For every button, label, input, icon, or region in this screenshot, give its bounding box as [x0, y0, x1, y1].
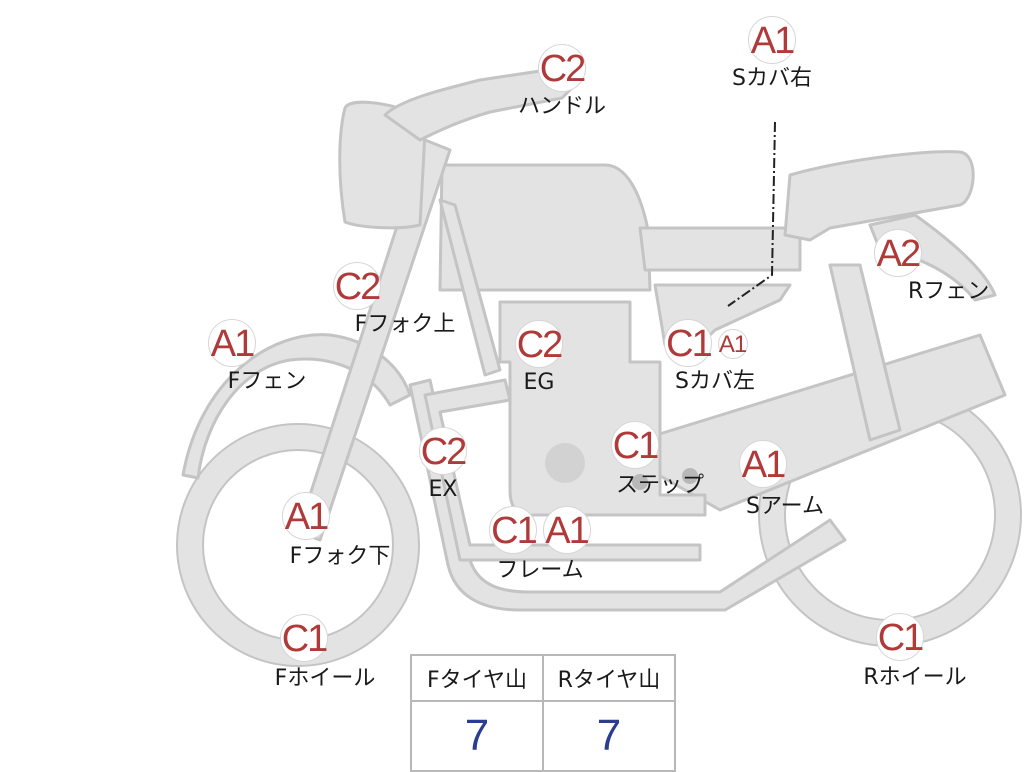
- part-label: Fホイール: [274, 666, 376, 691]
- grade-badge: C1: [280, 614, 328, 662]
- table-value-row: 7 7: [410, 700, 676, 772]
- tire-tread-table: Fタイヤ山 Rタイヤ山 7 7: [410, 654, 676, 772]
- grade-badge: C1: [611, 421, 659, 469]
- part-label: ハンドル: [517, 94, 606, 119]
- part-label: ステップ: [615, 473, 704, 498]
- callout-rear-wheel: C1 Rホイール: [840, 613, 990, 691]
- callout-exhaust: C2 EX: [378, 427, 508, 503]
- front-tire-header: Fタイヤ山: [410, 654, 544, 702]
- callout-front-fork-upper: C2 Fフォク上: [305, 262, 475, 338]
- part-label: Fフェン: [227, 369, 307, 394]
- callout-side-cover-right: A1 Sカバ右: [707, 16, 837, 92]
- grade-badge: A1: [739, 440, 787, 488]
- front-tire-value: 7: [410, 700, 544, 772]
- part-label: Rフェン: [908, 279, 990, 304]
- grade-badge: C1: [876, 613, 924, 661]
- callout-side-cover-left: C1 A1 Sカバ左: [650, 319, 780, 395]
- part-label: EG: [523, 370, 555, 395]
- callout-swingarm: A1 Sアーム: [720, 440, 850, 520]
- part-label: Sアーム: [746, 494, 824, 519]
- grade-badge-secondary: A1: [542, 506, 591, 554]
- grade-badge: A1: [748, 16, 796, 64]
- front-fork-shape: [296, 138, 452, 542]
- part-label: Fフォク上: [354, 312, 456, 337]
- grade-badge: C2: [538, 44, 586, 92]
- grade-badge: C1: [489, 506, 538, 554]
- part-label: EX: [428, 477, 458, 502]
- grade-badge: A1: [208, 319, 256, 367]
- front-fender-shape: [181, 333, 412, 480]
- rear-tire-header: Rタイヤ山: [542, 654, 676, 702]
- callout-front-fork-lower: A1 Fフォク下: [265, 492, 415, 570]
- callout-front-fender: A1 Fフェン: [185, 319, 335, 395]
- grade-badge: C2: [419, 427, 467, 475]
- frame-shape: [408, 378, 847, 612]
- headlight-shape: [338, 100, 427, 230]
- grade-badge: C2: [515, 320, 563, 368]
- grade-badge: A2: [874, 229, 922, 277]
- table-header-row: Fタイヤ山 Rタイヤ山: [410, 654, 676, 702]
- part-label: Rホイール: [863, 665, 967, 690]
- leader-line: [727, 121, 776, 307]
- grade-badge: C1: [664, 319, 713, 367]
- callout-handle: C2 ハンドル: [497, 44, 627, 120]
- shock-shape: [828, 263, 902, 442]
- grade-badge-secondary: A1: [717, 329, 748, 359]
- callout-front-wheel: C1 Fホイール: [250, 614, 400, 692]
- callout-engine: C2 EG: [474, 320, 604, 396]
- callout-rear-fender: A2 Rフェン: [850, 229, 990, 305]
- callout-step: C1 ステップ: [590, 421, 730, 499]
- callout-frame: C1 A1 フレーム: [475, 506, 605, 584]
- rear-tire-value: 7: [542, 700, 676, 772]
- exhaust-shape: [423, 378, 702, 562]
- part-label: Fフォク下: [289, 544, 391, 569]
- seat-shape: [638, 226, 802, 272]
- grade-badge: C2: [333, 262, 381, 310]
- part-label: Sカバ左: [675, 369, 755, 394]
- part-label: フレーム: [496, 558, 584, 583]
- rear-seat-shape: [783, 150, 975, 242]
- part-label: Sカバ右: [732, 66, 812, 91]
- grade-badge: A1: [282, 492, 330, 540]
